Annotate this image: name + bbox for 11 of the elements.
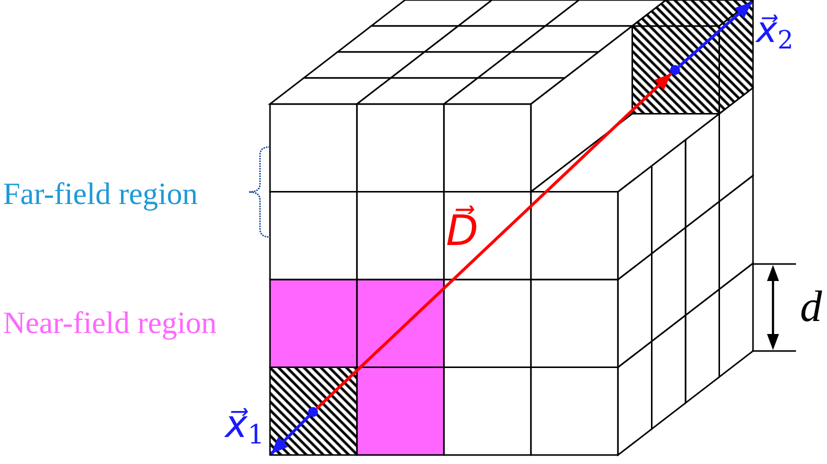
vector-arrow	[316, 72, 672, 410]
dot-icon	[670, 65, 680, 75]
region-label: Near-field region	[3, 306, 217, 338]
vector-label: D⃗	[446, 204, 478, 258]
vector-arrow	[270, 414, 311, 456]
vector-label: x⃗$_{1}$	[225, 401, 264, 452]
dot-icon	[308, 407, 318, 417]
dimension-label: d	[800, 285, 822, 330]
region-label: Far-field region	[3, 178, 198, 209]
vector-label: x⃗$_{2}$	[756, 9, 794, 57]
vector-arrow	[678, 0, 753, 68]
